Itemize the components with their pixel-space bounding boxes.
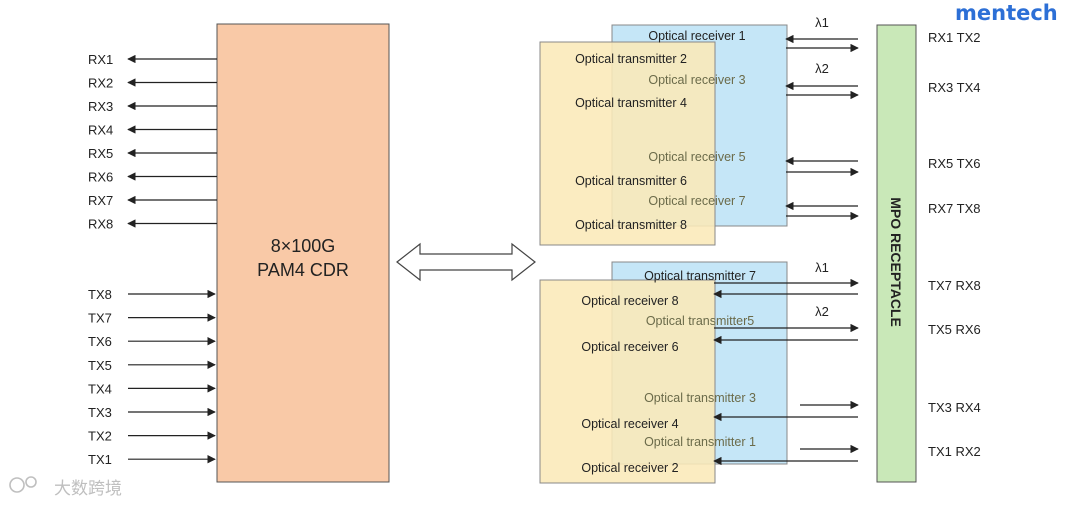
tx-port-label: TX8: [88, 287, 112, 302]
watermark-text: 大数跨境: [54, 479, 122, 499]
rx-port-label: RX7: [88, 193, 113, 208]
tx-port-label: TX1: [88, 452, 112, 467]
tx-port-label: TX7: [88, 311, 112, 326]
fiber-label-7: TX3 RX4: [928, 400, 981, 415]
tx-port-label: TX6: [88, 334, 112, 349]
bottom-yellow-label-2: Optical receiver 6: [581, 340, 678, 354]
top-blue-label-1: Optical receiver 1: [648, 29, 745, 43]
fiber-label-1: RX1 TX2: [928, 30, 981, 45]
bottom-blue-label-2: Optical transmitter5: [646, 314, 754, 328]
brand-logo: mentech: [955, 1, 1058, 25]
top-lambda-1: λ1: [815, 15, 829, 30]
fiber-label-3: RX5 TX6: [928, 156, 981, 171]
bottom-lambda-2: λ2: [815, 304, 829, 319]
rx-port-label: RX3: [88, 99, 113, 114]
bottom-blue-label-1: Optical transmitter 7: [644, 269, 756, 283]
top-yellow-label-1: Optical transmitter 2: [575, 52, 687, 66]
watermark: 大数跨境: [9, 476, 122, 499]
top-yellow-label-4: Optical transmitter 8: [575, 218, 687, 232]
top-lambda-2: λ2: [815, 61, 829, 76]
mpo-label: MPO RECEPTACLE: [888, 197, 904, 327]
fiber-label-6: TX5 RX6: [928, 322, 981, 337]
top-blue-label-4: Optical receiver 7: [648, 194, 745, 208]
rx-port-label: RX8: [88, 217, 113, 232]
top-transmitter-box: [539, 41, 716, 246]
fiber-label-8: TX1 RX2: [928, 444, 981, 459]
bottom-yellow-label-1: Optical receiver 8: [581, 294, 678, 308]
top-blue-label-2: Optical receiver 3: [648, 73, 745, 87]
top-blue-label-3: Optical receiver 5: [648, 150, 745, 164]
bottom-blue-label-3: Optical transmitter 3: [644, 391, 756, 405]
bottom-blue-label-4: Optical transmitter 1: [644, 435, 756, 449]
fiber-label-4: RX7 TX8: [928, 201, 981, 216]
cdr-label-line1: 8×100G: [271, 236, 336, 256]
bidirectional-arrow-icon: [396, 242, 536, 282]
fiber-label-2: RX3 TX4: [928, 80, 981, 95]
rx-port-label: RX5: [88, 146, 113, 161]
tx-port-label: TX2: [88, 429, 112, 444]
bottom-lambda-1: λ1: [815, 260, 829, 275]
watermark-logo-icon: [9, 477, 25, 493]
electrical-ports: RX1RX2RX3RX4RX5RX6RX7RX8TX8TX7TX6TX5TX4T…: [88, 52, 217, 467]
rx-port-label: RX2: [88, 76, 113, 91]
cdr-block: [216, 23, 390, 483]
watermark-logo-icon-2: [25, 476, 37, 488]
rx-port-label: RX6: [88, 170, 113, 185]
bottom-receiver-box: [539, 279, 716, 484]
tx-port-label: TX5: [88, 358, 112, 373]
rx-port-label: RX1: [88, 52, 113, 67]
tx-port-label: TX4: [88, 381, 112, 396]
top-yellow-label-3: Optical transmitter 6: [575, 174, 687, 188]
bottom-yellow-label-3: Optical receiver 4: [581, 417, 678, 431]
fiber-label-5: TX7 RX8: [928, 278, 981, 293]
rx-port-label: RX4: [88, 123, 113, 138]
top-yellow-label-2: Optical transmitter 4: [575, 96, 687, 110]
mpo-receptacle: [876, 24, 917, 483]
bottom-yellow-label-4: Optical receiver 2: [581, 461, 678, 475]
tx-port-label: TX3: [88, 405, 112, 420]
cdr-label-line2: PAM4 CDR: [257, 260, 349, 280]
optical-fiber-arrows: [713, 34, 859, 466]
